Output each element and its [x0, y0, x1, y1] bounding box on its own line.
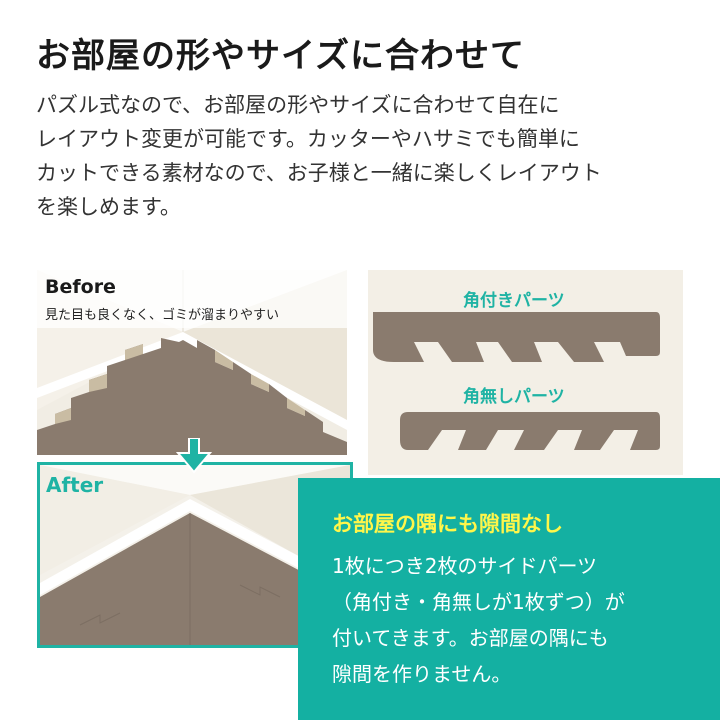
- after-title: After: [46, 473, 104, 497]
- callout-body: 1枚につき2枚のサイドパーツ （角付き・角無しが1枚ずつ）が 付いてきます。お部…: [332, 548, 702, 692]
- callout-line: 付いてきます。お部屋の隅にも: [332, 626, 609, 650]
- plain-part-label: 角無しパーツ: [463, 387, 565, 407]
- description-line: カットできる素材なので、お子様と一緒に楽しくレイアウト: [36, 161, 602, 185]
- corner-part-label: 角付きパーツ: [463, 291, 565, 311]
- description-line: パズル式なので、お部屋の形やサイズに合わせて自在に: [36, 93, 560, 117]
- callout-box: お部屋の隅にも隙間なし 1枚につき2枚のサイドパーツ （角付き・角無しが1枚ずつ…: [298, 478, 720, 720]
- corner-part-shape: [373, 312, 660, 362]
- callout-line: 隙間を作りません。: [332, 662, 512, 686]
- before-label-backdrop: [37, 270, 347, 328]
- description-line: を楽しめます。: [36, 195, 181, 219]
- before-subtitle: 見た目も良くなく、ゴミが溜まりやすい: [45, 308, 280, 323]
- description: パズル式なので、お部屋の形やサイズに合わせて自在に レイアウト変更が可能です。カ…: [36, 88, 686, 224]
- page-heading: お部屋の形やサイズに合わせて: [36, 36, 525, 76]
- before-title: Before: [45, 276, 116, 298]
- down-arrow-icon: [176, 438, 212, 474]
- plain-part-shape: [400, 412, 660, 450]
- callout-title: お部屋の隅にも隙間なし: [332, 512, 563, 536]
- parts-photo: 角付きパーツ 角無しパーツ: [368, 270, 683, 475]
- parts-illustration: [368, 270, 683, 475]
- before-photo: Before 見た目も良くなく、ゴミが溜まりやすい: [37, 270, 347, 455]
- description-line: レイアウト変更が可能です。カッターやハサミでも簡単に: [36, 127, 580, 151]
- callout-line: （角付き・角無しが1枚ずつ）が: [332, 590, 625, 614]
- callout-line: 1枚につき2枚のサイドパーツ: [332, 554, 598, 578]
